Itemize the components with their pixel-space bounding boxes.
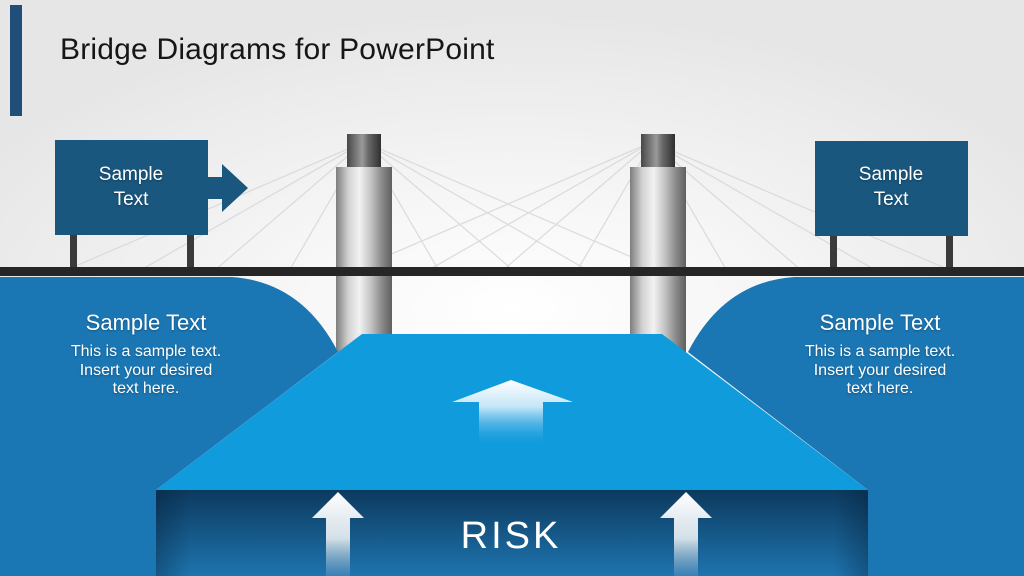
bridge-tower-right xyxy=(630,134,686,352)
up-arrow-icon xyxy=(660,492,712,576)
sign-line: Text xyxy=(113,189,149,210)
risk-label: RISK xyxy=(460,515,562,557)
sign-posts xyxy=(70,233,953,269)
tower-cap xyxy=(641,134,675,168)
block-heading: Sample Text xyxy=(85,310,207,335)
suspension-cables xyxy=(63,141,953,272)
bridge-tower-left xyxy=(336,134,392,352)
landmass-right xyxy=(688,277,1024,576)
road-deck xyxy=(0,267,1024,276)
text-block-left: Sample Text This is a sample text. Inser… xyxy=(16,310,276,399)
block-body-line: This is a sample text. xyxy=(70,343,222,360)
tower-body xyxy=(630,167,686,352)
risk-band xyxy=(156,490,868,576)
sign-board-left xyxy=(55,140,208,235)
landmass-left xyxy=(0,277,338,576)
sign-line: Text xyxy=(873,189,909,210)
tower-cap xyxy=(347,134,381,168)
tower-body xyxy=(336,167,392,352)
text-block-right: Sample Text This is a sample text. Inser… xyxy=(750,310,1010,399)
slide-accent-bar xyxy=(10,5,22,116)
sign-line: Sample xyxy=(858,164,924,185)
block-heading: Sample Text xyxy=(819,310,941,335)
sign-board-right xyxy=(815,141,968,236)
slide-title: Bridge Diagrams for PowerPoint xyxy=(60,33,495,66)
up-arrow-icon xyxy=(312,492,364,576)
block-body-line: Insert your desired xyxy=(79,361,213,379)
sign-text-right: Sample Text xyxy=(859,162,923,212)
block-body-line: text here. xyxy=(112,380,180,397)
block-body-line: This is a sample text. xyxy=(804,343,956,360)
right-arrow-icon xyxy=(208,164,248,212)
sign-line: Sample xyxy=(98,164,164,185)
block-body-line: text here. xyxy=(846,380,914,397)
block-body-line: Insert your desired xyxy=(813,361,947,379)
up-arrow-icon xyxy=(452,380,573,447)
sign-text-left: Sample Text xyxy=(99,162,163,212)
